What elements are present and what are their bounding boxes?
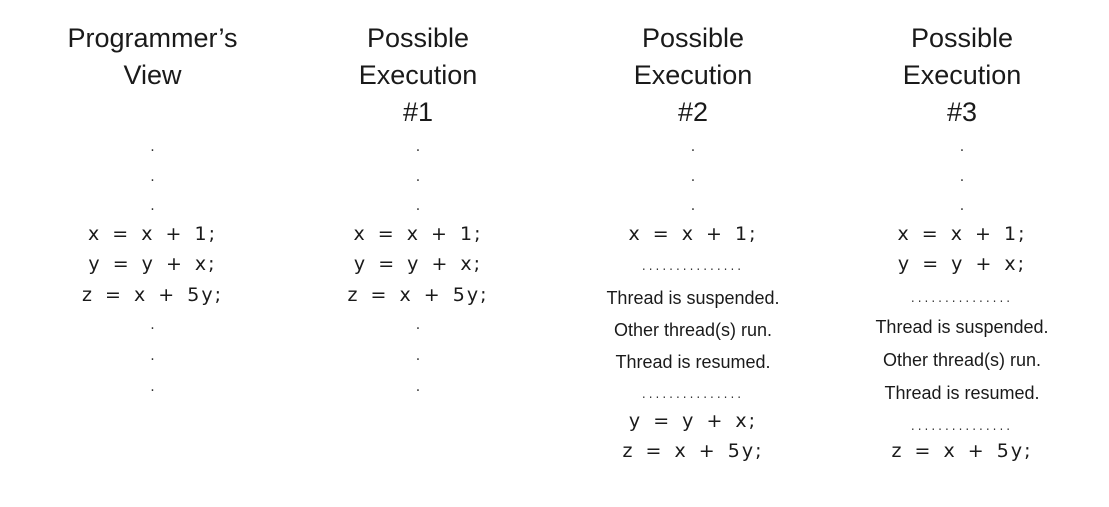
heading-line: Programmer’s	[67, 23, 238, 53]
heading-line: #2	[677, 97, 709, 127]
heading-line: Possible	[366, 23, 470, 53]
column-heading: Possible Execution #2	[578, 20, 808, 131]
ellipsis-dot: .	[150, 379, 155, 395]
column-possible-execution-3: Possible Execution #3 . . . x = x + 1; y…	[847, 0, 1077, 507]
ellipsis-dot: .	[415, 379, 421, 395]
code-statement: y = y + x;	[628, 410, 758, 432]
ellipsis-dot: .	[150, 317, 155, 333]
heading-line: View	[123, 60, 182, 90]
thread-note: Thread is suspended.	[875, 317, 1049, 337]
heading-line: #3	[946, 97, 978, 127]
heading-line: Execution	[633, 60, 753, 90]
column-possible-execution-2: Possible Execution #2 . . . x = x + 1; .…	[578, 0, 808, 507]
thread-note: Thread is resumed.	[615, 352, 771, 372]
column-heading: Programmer’s View	[40, 20, 265, 94]
ellipsis-dot: .	[415, 139, 421, 155]
ellipsis-dot: .	[150, 198, 155, 214]
suspension-separator: ...............	[641, 387, 745, 401]
ellipsis-dot: .	[690, 139, 696, 155]
code-statement: z = x + 5y;	[622, 440, 764, 462]
code-statement: z = x + 5y;	[347, 284, 489, 306]
ellipsis-dot: .	[150, 139, 155, 155]
suspension-separator: ...............	[910, 419, 1014, 433]
code-statement: y = y + x;	[897, 253, 1027, 275]
code-statement: x = x + 1;	[897, 223, 1027, 245]
code-statement: x = x + 1;	[628, 223, 758, 245]
ellipsis-dot: .	[959, 139, 965, 155]
code-statement: z = x + 5y;	[82, 284, 223, 306]
heading-line: #1	[402, 97, 434, 127]
heading-line: Execution	[902, 60, 1022, 90]
column-heading: Possible Execution #3	[847, 20, 1077, 131]
thread-note: Thread is resumed.	[884, 383, 1040, 403]
thread-note: Other thread(s) run.	[613, 320, 773, 340]
heading-line: Possible	[641, 23, 745, 53]
column-heading: Possible Execution #1	[318, 20, 518, 131]
ellipsis-dot: .	[415, 348, 421, 364]
code-statement: y = y + x;	[88, 253, 217, 275]
ellipsis-dot: .	[690, 169, 696, 185]
thread-note: Other thread(s) run.	[882, 350, 1042, 370]
ellipsis-dot: .	[415, 169, 421, 185]
ellipsis-dot: .	[690, 198, 696, 214]
ellipsis-dot: .	[959, 198, 965, 214]
column-possible-execution-1: Possible Execution #1 . . . x = x + 1; y…	[318, 0, 518, 507]
thread-note: Thread is suspended.	[606, 288, 780, 308]
code-statement: x = x + 1;	[353, 223, 483, 245]
suspension-separator: ...............	[910, 291, 1014, 305]
heading-line: Possible	[910, 23, 1014, 53]
ellipsis-dot: .	[150, 348, 155, 364]
ellipsis-dot: .	[959, 169, 965, 185]
suspension-separator: ...............	[641, 259, 745, 273]
ellipsis-dot: .	[150, 169, 155, 185]
code-statement: z = x + 5y;	[891, 440, 1033, 462]
heading-line: Execution	[358, 60, 478, 90]
code-statement: y = y + x;	[353, 253, 483, 275]
code-statement: x = x + 1;	[88, 223, 217, 245]
column-programmers-view: Programmer’s View . . . x = x + 1; y = y…	[40, 0, 265, 507]
ellipsis-dot: .	[415, 317, 421, 333]
ellipsis-dot: .	[415, 198, 421, 214]
